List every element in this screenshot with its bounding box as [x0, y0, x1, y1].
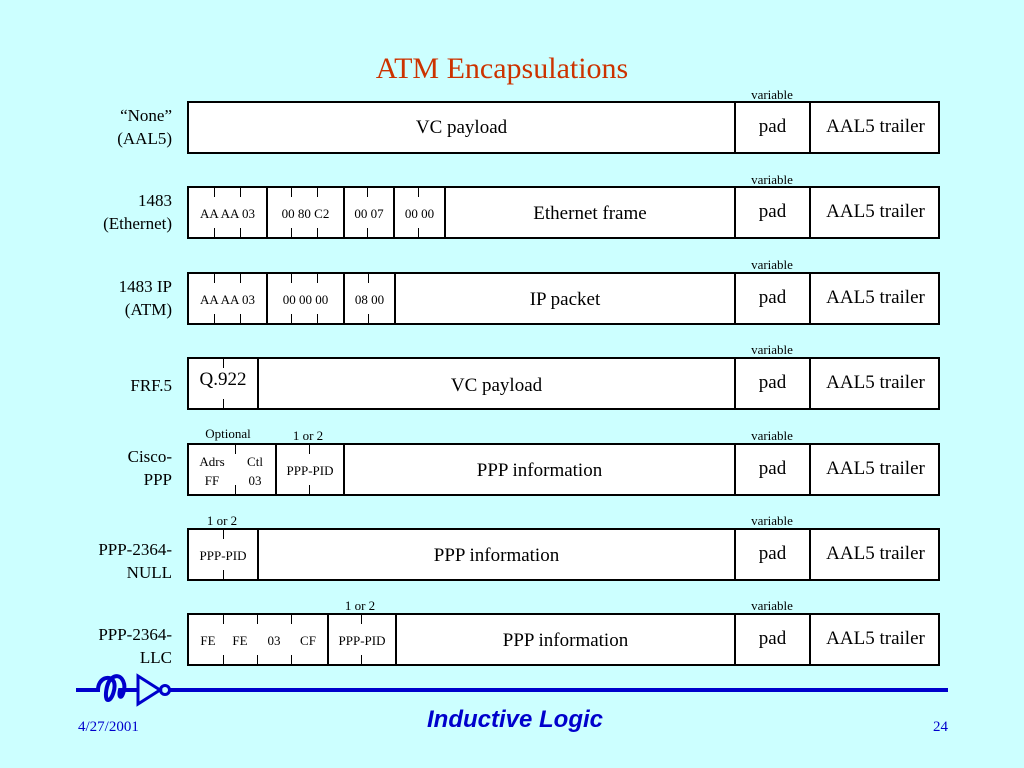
nlpid-field: CF — [300, 633, 316, 648]
pid-field: 00 07 — [343, 188, 393, 237]
ppp-pid-field: PPP-PID — [199, 548, 247, 563]
row-label-cisco-ppp: Cisco-PPP — [127, 447, 172, 489]
llc-field: AA AA 03 — [200, 292, 255, 307]
row-label-ppp-2364-llc: PPP-2364-LLC — [98, 625, 172, 667]
pid-field: 08 00 — [343, 274, 394, 323]
page-number: 24 — [933, 719, 948, 735]
pad-bytes-field: 00 00 — [393, 188, 444, 237]
ppp-information-field: PPP information — [257, 530, 734, 579]
inductive-logic-logo-icon — [76, 673, 948, 707]
variable-note: variable — [751, 598, 793, 613]
aal5-trailer-field: AAL5 trailer — [809, 359, 940, 408]
one-or-two-note: 1 or 2 — [292, 428, 324, 443]
ppp-pid-field: PPP-PID — [327, 615, 395, 664]
q922-field: Q.922 — [199, 369, 247, 390]
ppp-information-field: PPP information — [343, 445, 734, 494]
vc-payload-field: VC payload — [415, 117, 508, 138]
row-label-1483-ethernet: 1483(Ethernet) — [103, 191, 172, 233]
row-label-none: “None”(AAL5) — [117, 106, 172, 148]
row-label-1483-ip: 1483 IP(ATM) — [118, 277, 172, 319]
frame-1483-ip: AA AA 03 00 00 00 08 00 IP packet pad AA… — [187, 272, 940, 325]
pad-field: pad — [734, 359, 809, 408]
row-label-ppp-2364-null: PPP-2364-NULL — [98, 540, 172, 582]
footer-brand: Inductive Logic — [426, 706, 603, 733]
llc-dsap-field: FE — [200, 633, 216, 648]
variable-note: variable — [751, 257, 793, 272]
vc-payload-field: VC payload — [257, 359, 734, 408]
llc-control-field: 03 — [267, 633, 281, 648]
ethernet-frame-field: Ethernet frame — [444, 188, 734, 237]
variable-note: variable — [751, 428, 793, 443]
aal5-trailer-field: AAL5 trailer — [809, 188, 940, 237]
frame-ppp-2364-null: PPP-PID PPP information pad AAL5 trailer — [187, 528, 940, 581]
llc-ssap-field: FE — [232, 633, 248, 648]
pad-field: pad — [734, 445, 809, 494]
frame-frf5: Q.922 VC payload pad AAL5 trailer — [187, 357, 940, 410]
frame-none-aal5: VC payload pad AAL5 trailer — [187, 101, 940, 154]
pad-field: pad — [734, 188, 809, 237]
frame-ppp-2364-llc: FE FE 03 CF PPP-PID PPP information pad … — [187, 613, 940, 666]
variable-note: variable — [751, 87, 793, 102]
footer-date: 4/27/2001 — [78, 719, 139, 735]
optional-note: Optional — [205, 426, 251, 441]
pad-field: pad — [734, 615, 809, 664]
variable-note: variable — [751, 172, 793, 187]
pad-field: pad — [734, 530, 809, 579]
aal5-trailer-field: AAL5 trailer — [809, 274, 940, 323]
ppp-pid-field: PPP-PID — [275, 445, 343, 494]
aal5-trailer-field: AAL5 trailer — [809, 615, 940, 664]
aal5-trailer-field: AAL5 trailer — [809, 103, 940, 152]
slide-title: ATM Encapsulations — [375, 52, 629, 85]
llc-field: AA AA 03 — [200, 206, 255, 221]
aal5-trailer-field: AAL5 trailer — [809, 445, 940, 494]
oui-field: 00 00 00 — [266, 274, 343, 323]
ppp-information-field: PPP information — [395, 615, 734, 664]
ip-packet-field: IP packet — [394, 274, 734, 323]
one-or-two-note: 1 or 2 — [206, 513, 238, 528]
one-or-two-note: 1 or 2 — [344, 598, 376, 613]
oui-field: 00 80 C2 — [266, 188, 343, 237]
pad-field: pad — [734, 274, 809, 323]
variable-note: variable — [751, 513, 793, 528]
pad-field: pad — [734, 103, 809, 152]
frame-1483-ethernet: AA AA 03 00 80 C2 00 07 00 00 Ethernet f… — [187, 186, 940, 239]
row-label-frf5: FRF.5 — [130, 376, 172, 395]
variable-note: variable — [751, 342, 793, 357]
aal5-trailer-field: AAL5 trailer — [809, 530, 940, 579]
